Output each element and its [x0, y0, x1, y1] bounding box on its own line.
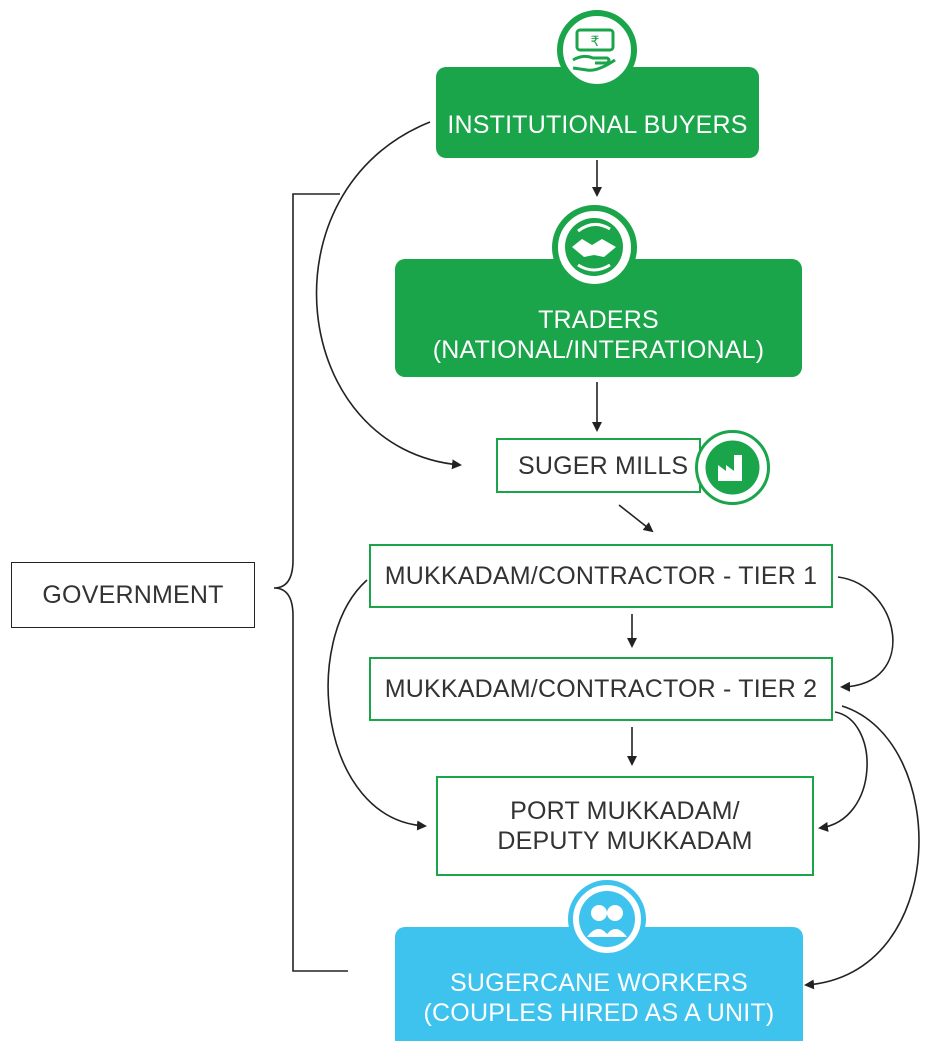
government-label: GOVERNMENT	[42, 581, 224, 609]
curve-buyers-to-mills	[315, 121, 462, 470]
rupee-hand-icon: ₹	[557, 10, 637, 90]
institutional-buyers-label: INSTITUTIONAL BUYERS	[447, 110, 748, 139]
curve-tier2-to-port	[818, 711, 868, 832]
contractor-tier2-label: MUKKADAM/CONTRACTOR - TIER 2	[384, 675, 818, 703]
port-mukkadam-line2: DEPUTY MUKKADAM	[497, 827, 753, 855]
government-bracket	[273, 193, 348, 972]
curve-tier1-to-port	[327, 579, 427, 831]
curve-tier1-to-tier2	[837, 576, 894, 692]
curve-tier2-to-workers	[804, 705, 920, 990]
handshake-icon	[552, 205, 637, 290]
node-contractor-tier2: MUKKADAM/CONTRACTOR - TIER 2	[369, 657, 833, 721]
sugercane-workers-line2: (COUPLES HIRED AS A UNIT)	[423, 999, 775, 1027]
port-mukkadam-line1: PORT MUKKADAM/	[510, 797, 740, 825]
node-suger-mills: SUGER MILLS	[496, 438, 701, 493]
people-icon	[568, 880, 646, 958]
suger-mills-label: SUGER MILLS	[518, 451, 689, 480]
sugercane-workers-line1: SUGERCANE WORKERS	[450, 969, 748, 997]
node-contractor-tier1: MUKKADAM/CONTRACTOR - TIER 1	[369, 544, 833, 608]
traders-label-line1: TRADERS	[538, 306, 659, 334]
arrow-mills-to-tier1	[618, 504, 654, 533]
node-government: GOVERNMENT	[11, 562, 255, 628]
traders-label-line2: (NATIONAL/INTERATIONAL)	[432, 336, 765, 364]
factory-icon	[695, 430, 770, 505]
contractor-tier1-label: MUKKADAM/CONTRACTOR - TIER 1	[384, 562, 818, 590]
node-port-mukkadam: PORT MUKKADAM/ DEPUTY MUKKADAM	[436, 776, 814, 876]
svg-text:₹: ₹	[591, 34, 600, 50]
